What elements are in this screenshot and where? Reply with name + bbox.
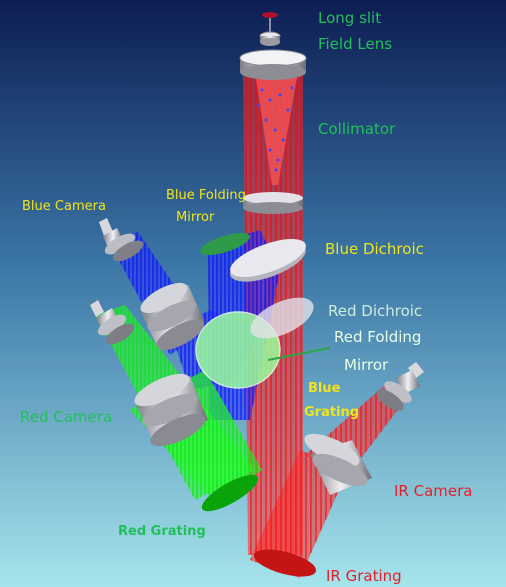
blue-folding-mirror-optic — [200, 232, 250, 256]
ir-camera-optic — [304, 362, 424, 495]
red-camera-optic — [90, 300, 208, 447]
ir-grating-optic — [253, 549, 317, 577]
blue-folding-mirror-label-1: Blue Folding — [166, 188, 246, 203]
red-camera-label: Red Camera — [20, 408, 112, 426]
field-lens-label: Field Lens — [318, 35, 392, 53]
blue-folding-mirror-label-2: Mirror — [176, 210, 215, 225]
blue-grating-label-1: Blue — [308, 381, 341, 396]
ir-camera-label: IR Camera — [394, 482, 472, 500]
blue-camera-optic — [99, 218, 205, 351]
blue-dichroic-optic — [230, 239, 306, 282]
red-folding-mirror-label-2: Mirror — [344, 356, 389, 374]
blue-camera-label: Blue Camera — [22, 199, 106, 214]
long-slit-label: Long slit — [318, 9, 381, 27]
collimator-optic — [239, 49, 307, 80]
collimator-label: Collimator — [318, 120, 396, 138]
beam-ring — [243, 192, 303, 214]
red-dichroic-optic — [250, 297, 314, 339]
red-folding-mirror-label-1: Red Folding — [334, 328, 421, 346]
blue-dichroic-label: Blue Dichroic — [325, 240, 424, 258]
red-grating-label: Red Grating — [118, 524, 206, 539]
red-dichroic-label: Red Dichroic — [328, 302, 422, 320]
blue-grating-label-2: Grating — [304, 405, 359, 420]
ir-grating-label: IR Grating — [326, 567, 402, 585]
field-lens-optic — [259, 31, 281, 46]
